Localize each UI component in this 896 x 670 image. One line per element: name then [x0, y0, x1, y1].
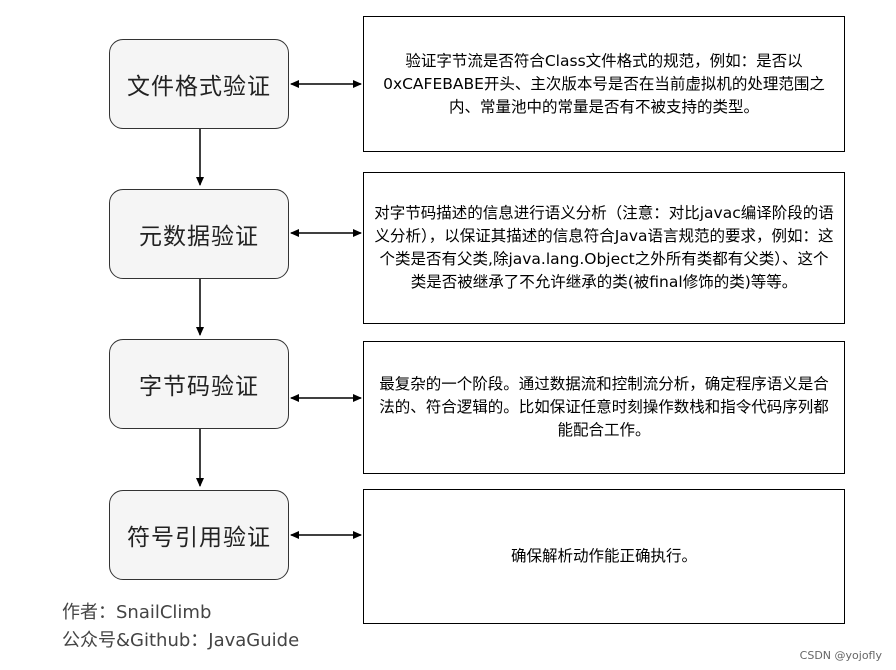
stage-label: 元数据验证: [139, 224, 259, 250]
desc-box-bytecode: 最复杂的一个阶段。通过数据流和控制流分析，确定程序语义是合法的、符合逻辑的。比如…: [363, 341, 845, 474]
desc-box-symbol-reference: 确保解析动作能正确执行。: [363, 489, 845, 624]
author-credit: 作者：SnailClimb: [62, 602, 212, 623]
stage-label: 字节码验证: [139, 374, 259, 400]
desc-box-file-format: 验证字节流是否符合Class文件格式的规范，例如：是否以0xCAFEBABE开头…: [363, 16, 845, 152]
stage-box-metadata: 元数据验证: [109, 189, 289, 279]
stage-label: 符号引用验证: [127, 525, 271, 551]
stage-label: 文件格式验证: [127, 74, 271, 100]
stage-box-symbol-reference: 符号引用验证: [109, 490, 289, 580]
stage-description: 对字节码描述的信息进行语义分析（注意：对比javac编译阶段的语义分析），以保证…: [374, 204, 834, 291]
account-credit: 公众号&Github：JavaGuide: [62, 630, 300, 651]
stage-box-file-format: 文件格式验证: [109, 39, 289, 129]
watermark: CSDN @yojofly: [799, 649, 882, 662]
stage-description: 最复杂的一个阶段。通过数据流和控制流分析，确定程序语义是合法的、符合逻辑的。比如…: [379, 375, 829, 439]
stage-description: 确保解析动作能正确执行。: [510, 547, 697, 565]
stage-description: 验证字节流是否符合Class文件格式的规范，例如：是否以0xCAFEBABE开头…: [383, 51, 825, 116]
stage-box-bytecode: 字节码验证: [109, 339, 289, 429]
desc-box-metadata: 对字节码描述的信息进行语义分析（注意：对比javac编译阶段的语义分析），以保证…: [363, 172, 845, 324]
